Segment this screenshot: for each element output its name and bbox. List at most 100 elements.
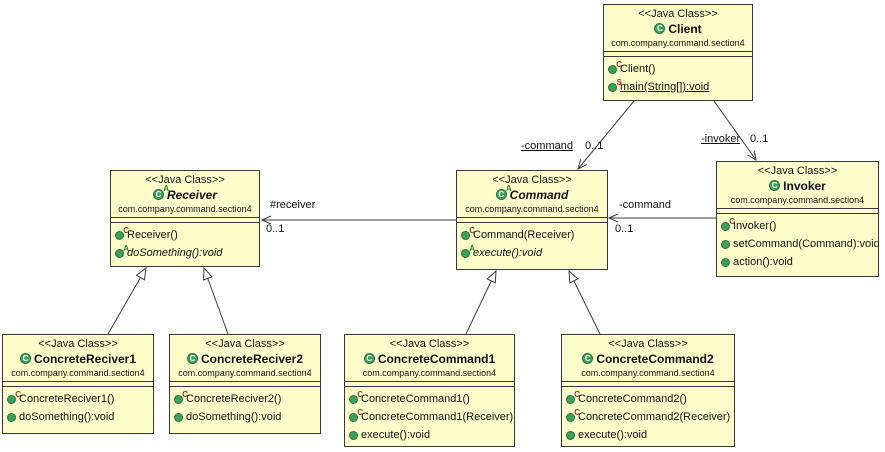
- fields-compartment: [111, 217, 259, 222]
- package-label: com.company.command.section4: [118, 204, 252, 214]
- role-label-invoker-command[interactable]: -command: [619, 199, 671, 211]
- stereotype-label: <<Java Class>>: [757, 165, 838, 177]
- stereotype-label: <<Java Class>>: [492, 174, 572, 186]
- stereotype-label: <<Java Class>>: [389, 338, 470, 350]
- fields-compartment: [170, 381, 320, 386]
- stereotype-label: <<Java Class>>: [638, 8, 718, 20]
- generalization-concretereciver1-receiver[interactable]: [107, 266, 147, 335]
- multiplicity-label-client-invoker[interactable]: 0..1: [750, 133, 769, 145]
- java-class-icon: C: [19, 353, 31, 364]
- java-class-icon: C: [363, 353, 375, 364]
- public-method-icon: [7, 412, 16, 422]
- method-item: doSomething():void: [174, 408, 316, 426]
- public-method-icon: [174, 412, 183, 422]
- stereotype-label: <<Java Class>>: [145, 174, 225, 186]
- fields-compartment: [604, 51, 752, 56]
- multiplicity-label-command-receiver[interactable]: 0..1: [266, 223, 285, 235]
- generalization-concretereciver2-receiver[interactable]: [203, 266, 229, 335]
- multiplicity-label-client-command[interactable]: 0..1: [585, 140, 604, 152]
- package-label: com.company.command.section4: [11, 368, 145, 378]
- generalization-concretecommand1-command[interactable]: [465, 269, 497, 335]
- package-label: com.company.command.section4: [611, 38, 745, 48]
- public-method-icon: C: [349, 390, 363, 404]
- association-client-command[interactable]: [577, 100, 635, 170]
- public-method-icon: C: [566, 390, 580, 404]
- public-method-icon: [721, 239, 730, 249]
- public-method-icon: C: [174, 390, 188, 404]
- public-method-icon: A: [115, 244, 129, 258]
- multiplicity-label-invoker-command[interactable]: 0..1: [615, 223, 634, 235]
- stereotype-label: <<Java Class>>: [205, 338, 285, 350]
- package-label: com.company.command.section4: [581, 368, 715, 378]
- role-label-client-invoker[interactable]: -invoker: [701, 133, 741, 145]
- public-method-icon: A: [461, 244, 475, 258]
- fields-compartment: [457, 217, 607, 222]
- public-method-icon: [566, 430, 575, 440]
- role-label-command-receiver[interactable]: #receiver: [270, 199, 316, 211]
- java-class-icon: C: [769, 180, 781, 191]
- package-label: com.company.command.section4: [465, 204, 599, 214]
- method-item: setCommand(Command):void: [721, 235, 878, 253]
- fields-compartment: [3, 381, 153, 386]
- stereotype-label: <<Java Class>>: [38, 338, 118, 350]
- generalization-concretecommand2-command[interactable]: [568, 269, 601, 335]
- fields-compartment: [345, 381, 514, 386]
- public-method-icon: C: [461, 226, 475, 240]
- public-method-icon: C: [721, 217, 735, 231]
- role-label-client-command[interactable]: -command: [521, 140, 573, 152]
- package-label: com.company.command.section4: [730, 195, 865, 205]
- association-client-invoker[interactable]: [713, 100, 757, 162]
- package-label: com.company.command.section4: [362, 368, 497, 378]
- public-method-icon: C: [608, 60, 622, 74]
- fields-compartment: [562, 381, 734, 386]
- stereotype-label: <<Java Class>>: [608, 338, 688, 350]
- method-item: execute():void: [566, 426, 730, 444]
- java-class-icon: C: [186, 353, 198, 364]
- method-item: action():void: [721, 253, 874, 271]
- package-label: com.company.command.section4: [178, 368, 312, 378]
